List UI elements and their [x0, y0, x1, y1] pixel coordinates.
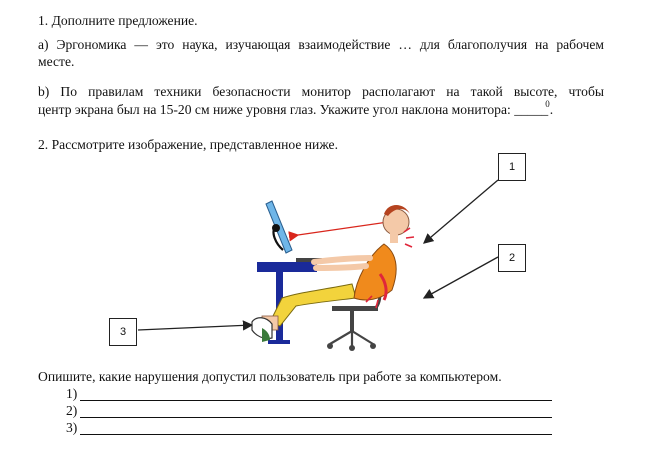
question-prompt: Опишите, какие нарушения допустил пользо… [38, 369, 502, 384]
task1-b-line2-text: центр экрана был на 15-20 см ниже уровня… [38, 102, 549, 117]
sight-line [288, 221, 389, 242]
callout-box-3: 3 [109, 318, 137, 346]
task1-a-line2: месте. [38, 54, 75, 69]
task1-b-line2: центр экрана был на 15-20 см ниже уровня… [38, 99, 554, 119]
callout-1-arrow [423, 179, 499, 244]
answer-line-2[interactable] [80, 417, 552, 418]
answer-line-3[interactable] [80, 434, 552, 435]
task1-heading: 1. Дополните предложение. [38, 13, 198, 28]
task1-b-line1: b) По правилам техники безопасности мони… [38, 84, 604, 99]
answer-label-1: 1) [66, 386, 78, 401]
task1-b-end: . [549, 102, 554, 117]
monitor-icon [265, 200, 293, 254]
callout-3-arrow [137, 320, 254, 331]
callout-box-2: 2 [498, 244, 526, 272]
task1-a-line1: а) Эргономика — это наука, изучающая вза… [38, 37, 604, 52]
answer-label-2: 2) [66, 403, 78, 418]
pain-marks-icon [403, 227, 415, 248]
person-figure [251, 205, 415, 342]
degree-sign: 0 [545, 99, 550, 109]
callout-box-1: 1 [498, 153, 526, 181]
callout-2-arrow [422, 256, 499, 299]
answer-label-3: 3) [66, 420, 78, 435]
answer-line-1[interactable] [80, 400, 552, 401]
task2-heading: 2. Рассмотрите изображение, представленн… [38, 137, 338, 152]
